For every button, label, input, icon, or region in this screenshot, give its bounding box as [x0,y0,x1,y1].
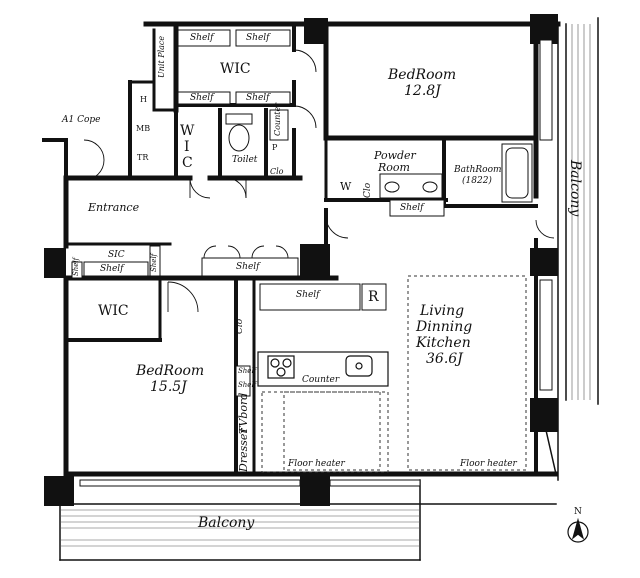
shelf-label-small: Shelf [238,367,257,375]
bathtub [501,143,533,203]
p-label: P [272,143,278,152]
bathroom-size: (1822) [462,176,492,186]
floor-heater-label: Floor heater [460,459,517,469]
wic-left-label: WIC [98,303,129,319]
shelf-label: Shelf [190,33,214,43]
balcony-right-hatch [571,24,591,400]
balcony-right-label: Balcony [567,160,583,217]
wic-mid-label-i: I [184,139,190,155]
kitchen-counter [257,351,389,387]
north-compass-icon [567,517,589,543]
shelves [71,29,445,397]
tr-label: TR [137,153,149,162]
shelf-label-vertical: Shelf [150,253,158,272]
clo-label-vertical: Clo [363,182,373,198]
columns [44,14,558,506]
kitchen-counter-label: Counter [302,375,340,385]
shelf-label: Shelf [100,264,124,274]
unit-place-label: Unit Place [157,35,166,78]
shelf-label: Shelf [400,203,424,213]
h-label: H [140,95,147,104]
entrance-label: Entrance [88,201,140,214]
wic-top-label: WIC [220,61,251,77]
doors [83,49,555,313]
balcony-bottom-label: Balcony [198,515,255,531]
sic-label: SIC [108,250,125,260]
clo-label-vertical: Clo [235,318,245,334]
bedroom-2-name: BedRoom [136,363,205,379]
bedroom-2-size: 15.5J [150,379,187,395]
ldk-line-2: Dinning [416,319,473,335]
toilet-label: Toilet [232,155,258,165]
shelf-label-vertical: Shelf [72,257,80,276]
ldk-line-3: Kitchen [416,335,471,351]
wic-mid-label-w: W [180,123,195,139]
shelf-label: Shelf [236,262,260,272]
a1-cope-label: A1 Cope [62,115,101,125]
shelf-label: Shelf [190,93,214,103]
wic-mid-label-c: C [182,155,193,171]
clo-label: Clo [270,167,284,176]
mb-label: MB [136,124,151,133]
floor-heater-label: Floor heater [288,459,345,469]
powder-room-line-2: Room [378,161,410,174]
tv-bord-label-vertical: TVbord [237,392,250,434]
toilet-fixture [225,113,253,152]
counter-label-vertical: Counter [273,102,282,136]
ldk-size: 36.6J [426,351,463,367]
shelf-label-small: Shelf [238,381,257,389]
shelf-label: Shelf [296,290,320,300]
w-label: W [340,180,352,193]
windows [79,39,553,487]
balcony-bottom-hatch [60,509,420,547]
powder-room-line-1: Powder [374,149,416,162]
shelf-label: Shelf [246,33,270,43]
bathroom-name: BathRoom [454,165,502,175]
bedroom-1-size: 12.8J [404,83,441,99]
floor-heater-areas [261,275,527,473]
dresser-label-vertical: Dresser [237,428,250,472]
bedroom-1-name: BedRoom [388,67,457,83]
powder-sinks [379,173,443,199]
refrigerator-label: R [368,289,379,305]
shelf-label: Shelf [246,93,270,103]
north-label: N [574,507,582,517]
ldk-line-1: Living [420,303,465,319]
